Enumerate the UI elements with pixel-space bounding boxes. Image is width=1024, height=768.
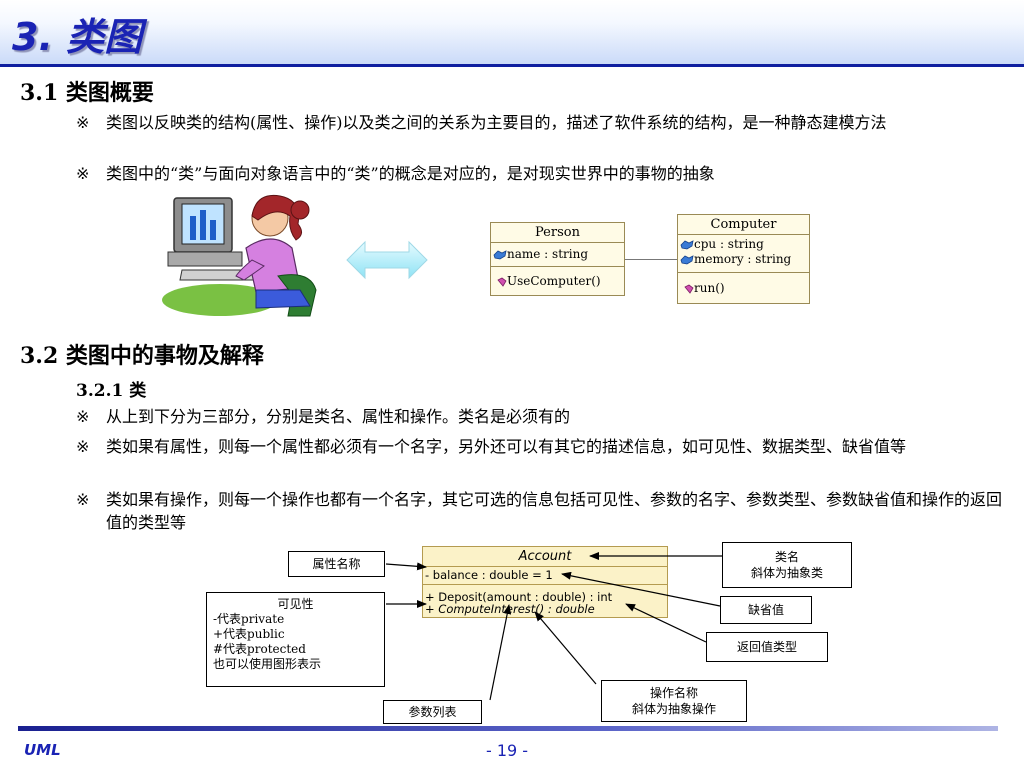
class-attributes: name : string bbox=[491, 243, 624, 267]
operation-text: + Deposit(amount : double) : int bbox=[425, 590, 613, 604]
section2-heading: 3.2 类图中的事物及解释 bbox=[20, 343, 264, 369]
uml-class-person: Person name : string UseComputer() bbox=[490, 222, 625, 296]
callout-text: 操作名称 bbox=[649, 686, 698, 700]
footer-label: UML bbox=[24, 741, 61, 759]
class-name: Computer bbox=[678, 215, 809, 235]
association-line bbox=[625, 259, 678, 260]
operation-text: run() bbox=[694, 281, 725, 295]
callout-note: 斜体为抽象操作 bbox=[631, 702, 716, 716]
callout-class-name: 类名 斜体为抽象类 bbox=[722, 542, 852, 588]
operation-row: run() bbox=[684, 273, 809, 303]
operation-row: UseComputer() bbox=[497, 267, 624, 295]
class-operations: UseComputer() bbox=[491, 267, 624, 295]
callout-text: 缺省值 bbox=[747, 603, 784, 617]
attribute-text: name : string bbox=[507, 247, 588, 261]
attribute-row: memory : string bbox=[680, 252, 809, 267]
callout-note: 斜体为抽象类 bbox=[750, 566, 823, 580]
bullet-mark: ※ bbox=[76, 490, 90, 509]
callout-attribute-name: 属性名称 bbox=[288, 551, 385, 577]
bullet-text: 从上到下分为三部分，分别是类名、属性和操作。类名是必须有的 bbox=[106, 407, 571, 426]
class-name: Account bbox=[423, 547, 667, 567]
bullet-mark: ※ bbox=[76, 113, 90, 132]
operation-icon bbox=[497, 277, 507, 287]
attribute-icon bbox=[680, 239, 694, 249]
slide-title: 3. 类图 bbox=[12, 15, 143, 59]
bullet-mark: ※ bbox=[76, 164, 90, 183]
title-underline bbox=[0, 64, 1024, 67]
uml-class-computer: Computer cpu : string memory : string ru… bbox=[677, 214, 810, 304]
callout-return-type: 返回值类型 bbox=[706, 632, 828, 662]
callout-text: 类名 bbox=[774, 550, 799, 564]
attribute-text: - balance : double = 1 bbox=[423, 567, 667, 585]
visibility-line: 也可以使用图形表示 bbox=[213, 657, 322, 671]
arrow-operation-name bbox=[534, 611, 597, 685]
callout-text: 属性名称 bbox=[312, 557, 361, 571]
attribute-text: memory : string bbox=[694, 252, 792, 266]
section2-subheading: 3.2.1 类 bbox=[76, 381, 147, 401]
class-attributes: cpu : string memory : string bbox=[678, 235, 809, 273]
callout-text: 返回值类型 bbox=[736, 640, 797, 654]
visibility-line: +代表public bbox=[213, 627, 285, 641]
callout-text: 参数列表 bbox=[408, 705, 457, 719]
section2-bullet-1: ※ 从上到下分为三部分，分别是类名、属性和操作。类名是必须有的 bbox=[76, 405, 1016, 428]
bullet-text: 类图中的“类”与面向对象语言中的“类”的概念是对应的，是对现实世界中的事物的抽象 bbox=[106, 164, 715, 183]
callout-default-value: 缺省值 bbox=[720, 596, 812, 624]
section2-bullet-2: ※ 类如果有属性，则每一个属性都必须有一个名字，另外还可以有其它的描述信息，如可… bbox=[76, 435, 1016, 481]
visibility-line: #代表protected bbox=[213, 642, 306, 656]
arrow-parameter-list bbox=[489, 604, 512, 701]
person-at-computer-illustration bbox=[162, 194, 317, 317]
page-number: - 19 - bbox=[486, 741, 529, 760]
attribute-row: cpu : string bbox=[680, 237, 809, 252]
section2-bullet-3: ※ 类如果有操作，则每一个操作也都有一个名字，其它可选的信息包括可见性、参数的名… bbox=[76, 488, 1016, 534]
title-bar bbox=[0, 0, 1024, 66]
footer-divider bbox=[18, 726, 998, 731]
callout-operation-name: 操作名称 斜体为抽象操作 bbox=[601, 680, 747, 722]
operation-text: UseComputer() bbox=[507, 274, 601, 288]
bullet-text: 类如果有操作，则每一个操作也都有一个名字，其它可选的信息包括可见性、参数的名字、… bbox=[106, 490, 1003, 532]
bullet-mark: ※ bbox=[76, 437, 90, 456]
bullet-mark: ※ bbox=[76, 407, 90, 426]
class-operations: run() bbox=[678, 273, 809, 303]
class-name: Person bbox=[491, 223, 624, 243]
arrow-return-type bbox=[625, 603, 707, 643]
attribute-text: cpu : string bbox=[694, 237, 764, 251]
attribute-icon bbox=[680, 254, 694, 264]
section1-bullet-2: ※ 类图中的“类”与面向对象语言中的“类”的概念是对应的，是对现实世界中的事物的… bbox=[76, 162, 1016, 185]
arrow-default-value bbox=[561, 571, 721, 607]
callout-visibility: 可见性 -代表private +代表public #代表protected 也可… bbox=[206, 592, 385, 687]
bullet-text: 类如果有属性，则每一个属性都必须有一个名字，另外还可以有其它的描述信息，如可见性… bbox=[106, 437, 907, 456]
arrow-attribute-name bbox=[385, 562, 427, 571]
visibility-line: -代表private bbox=[213, 612, 285, 626]
attribute-row: name : string bbox=[493, 243, 624, 265]
section1-bullet-1: ※ 类图以反映类的结构(属性、操作)以及类之间的关系为主要目的，描述了软件系统的… bbox=[76, 111, 1016, 157]
operation-icon bbox=[684, 284, 694, 294]
section1-heading: 3.1 类图概要 bbox=[20, 80, 154, 106]
attribute-icon bbox=[493, 249, 507, 259]
double-arrow-icon bbox=[346, 240, 428, 280]
callout-parameter-list: 参数列表 bbox=[383, 700, 482, 724]
callout-title: 可见性 bbox=[277, 597, 314, 611]
bullet-text: 类图以反映类的结构(属性、操作)以及类之间的关系为主要目的，描述了软件系统的结构… bbox=[106, 113, 887, 132]
